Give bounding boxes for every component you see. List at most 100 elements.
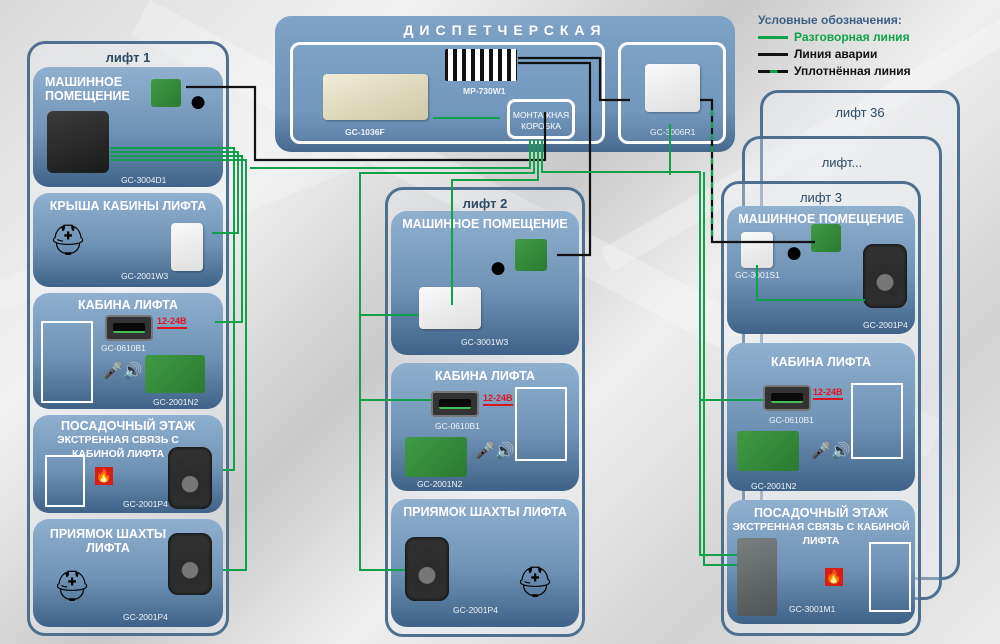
speaker-device xyxy=(168,533,212,595)
lift1-cabin: КАБИНА ЛИФТА 12-24В GC-0610B1 🎤🔊 GC-2001… xyxy=(33,293,223,409)
voltage-label: 12-24В xyxy=(483,393,513,406)
control-cabinet-icon xyxy=(515,239,547,271)
lift1-cabin-roof: КРЫША КАБИНЫ ЛИФТА ⛑ GC-2001W3 xyxy=(33,193,223,287)
room-title: КРЫША КАБИНЫ ЛИФТА xyxy=(49,199,207,213)
console-model: GC-1036F xyxy=(345,127,385,137)
room-title: КАБИНА ЛИФТА xyxy=(78,298,178,312)
board-device xyxy=(145,355,205,393)
call-unit-device xyxy=(419,287,481,329)
legend-item-alarm: Линия аварии xyxy=(758,46,911,63)
fire-icon: 🔥 xyxy=(825,568,843,586)
cabin-door-icon xyxy=(515,387,567,461)
cabin-door-icon xyxy=(851,383,903,459)
room-title: КАБИНА ЛИФТА xyxy=(771,355,871,369)
fire-icon: 🔥 xyxy=(95,467,113,485)
lift1-landing: ПОСАДОЧНЫЙ ЭТАЖ ЭКСТРЕННАЯ СВЯЗЬ С КАБИН… xyxy=(33,415,223,513)
lift-36-title: лифт 36 xyxy=(835,105,885,120)
speaker-device xyxy=(405,537,449,601)
room-title: ПОСАДОЧНЫЙ ЭТАЖ xyxy=(60,419,196,433)
junction-box: МОНТАЖНАЯ КОРОБКА xyxy=(507,99,575,139)
lift-1-title: лифт 1 xyxy=(105,50,151,65)
board-device xyxy=(737,431,799,471)
cabin-panel-device xyxy=(105,315,153,341)
room-title: ПРИЯМОК ШАХТЫ ЛИФТА xyxy=(403,505,567,519)
device-model: GC-3001W3 xyxy=(461,337,509,347)
speaker-device xyxy=(168,447,212,509)
alarm-line-swatch xyxy=(758,53,788,56)
legend: Условные обозначения: Разговорная линия … xyxy=(758,12,911,80)
dispatch-title: ДИСПЕТЧЕРСКАЯ xyxy=(403,22,607,38)
lift-2-title: лифт 2 xyxy=(462,196,508,211)
lift-3-title: лифт 3 xyxy=(799,190,843,205)
device-model: GC-2001P4 xyxy=(863,320,908,330)
device-model: GC-2001P4 xyxy=(453,605,498,615)
speaker-device xyxy=(863,244,907,308)
legend-label: Линия аварии xyxy=(794,47,878,61)
lift3-cabin: КАБИНА ЛИФТА 12-24В GC-0610B1 🎤🔊 GC-2001… xyxy=(727,343,915,491)
device-model: GC-2001N2 xyxy=(153,397,199,407)
lift2-machine-room: МАШИННОЕ ПОМЕЩЕНИЕ ● GC-3001W3 xyxy=(391,211,579,355)
combined-line-swatch xyxy=(758,70,788,73)
lift3-landing: ПОСАДОЧНЫЙ ЭТАЖ ЭКСТРЕННАЯ СВЯЗЬ С КАБИН… xyxy=(727,500,915,624)
control-cabinet-icon xyxy=(151,79,181,107)
intercom-station-device xyxy=(47,111,109,173)
cabin-panel-device xyxy=(763,385,811,411)
lift2-cabin: КАБИНА ЛИФТА 12-24В GC-0610B1 🎤🔊 GC-2001… xyxy=(391,363,579,491)
lift1-pit: ПРИЯМОК ШАХТЫ ЛИФТА ⛑ GC-2001P4 xyxy=(33,519,223,627)
legend-label: Разговорная линия xyxy=(794,30,910,44)
dispatch-room: ДИСПЕТЧЕРСКАЯ GC-1036F MP-730W1 МОНТАЖНА… xyxy=(275,16,735,152)
worker-icon: ⛑ xyxy=(49,224,88,257)
person-icon: ● xyxy=(489,251,508,284)
call-unit-device xyxy=(171,223,203,271)
router-model: GC-3006R1 xyxy=(650,127,696,137)
device-model: GC-3001M1 xyxy=(789,604,836,614)
landing-call-panel-device xyxy=(737,538,777,616)
voltage-label: 12-24В xyxy=(813,387,843,400)
legend-item-talk: Разговорная линия xyxy=(758,29,911,46)
legend-item-combined: Уплотнённая линия xyxy=(758,63,911,80)
room-title: МАШИННОЕ ПОМЕЩЕНИЕ xyxy=(738,212,904,226)
mic-speaker-icon: 🎤🔊 xyxy=(103,363,143,380)
cabin-door-icon xyxy=(41,321,93,403)
router-device xyxy=(645,64,700,112)
room-title: КАБИНА ЛИФТА xyxy=(435,369,535,383)
alarm-panel-device xyxy=(445,49,517,81)
device-model: GC-0610B1 xyxy=(435,421,480,431)
device-model: GC-3001S1 xyxy=(735,270,780,280)
mic-speaker-icon: 🎤🔊 xyxy=(811,443,851,460)
voltage-label: 12-24В xyxy=(157,316,187,329)
device-model: GC-0610B1 xyxy=(769,415,814,425)
room-title: ПРИЯМОК ШАХТЫ ЛИФТА xyxy=(49,527,167,555)
adapter-device xyxy=(741,232,773,268)
panel-model: MP-730W1 xyxy=(463,86,506,96)
legend-label: Уплотнённая линия xyxy=(794,64,911,78)
talk-line-swatch xyxy=(758,36,788,39)
device-model: GC-0610B1 xyxy=(101,343,146,353)
control-cabinet-icon xyxy=(811,224,841,252)
device-model: GC-2001P4 xyxy=(123,499,168,509)
lift1-machine-room: МАШИННОЕ ПОМЕЩЕНИЕ ● GC-3004D1 xyxy=(33,67,223,187)
landing-door-icon xyxy=(45,455,85,507)
legend-title: Условные обозначения: xyxy=(758,13,902,27)
worker-icon: ⛑ xyxy=(53,570,92,603)
room-subtitle: ЭКСТРЕННАЯ СВЯЗЬ С КАБИНОЙ ЛИФТА xyxy=(732,521,910,547)
device-model: GC-2001P4 xyxy=(123,612,168,622)
device-model: GC-3004D1 xyxy=(121,175,167,185)
cabin-panel-device xyxy=(431,391,479,417)
lift2-pit: ПРИЯМОК ШАХТЫ ЛИФТА ⛑ GC-2001P4 xyxy=(391,499,579,627)
room-title: МАШИННОЕ ПОМЕЩЕНИЕ xyxy=(402,217,568,231)
dispatch-console-device xyxy=(323,74,428,120)
room-title: МАШИННОЕ ПОМЕЩЕНИЕ xyxy=(45,75,130,103)
device-model: GC-2001W3 xyxy=(121,271,169,281)
person-icon: ● xyxy=(189,85,208,118)
device-model: GC-2001N2 xyxy=(417,479,463,489)
person-icon: ● xyxy=(785,236,804,269)
worker-icon: ⛑ xyxy=(516,566,555,599)
mic-speaker-icon: 🎤🔊 xyxy=(475,443,515,460)
board-device xyxy=(405,437,467,477)
room-title: ПОСАДОЧНЫЙ ЭТАЖ xyxy=(753,506,889,520)
lift3-machine-room: МАШИННОЕ ПОМЕЩЕНИЕ GC-3001S1 ● GC-2001P4 xyxy=(727,206,915,334)
lift-more-title: лифт... xyxy=(821,155,863,170)
device-model: GC-2001N2 xyxy=(751,481,797,491)
landing-door-icon xyxy=(869,542,911,612)
